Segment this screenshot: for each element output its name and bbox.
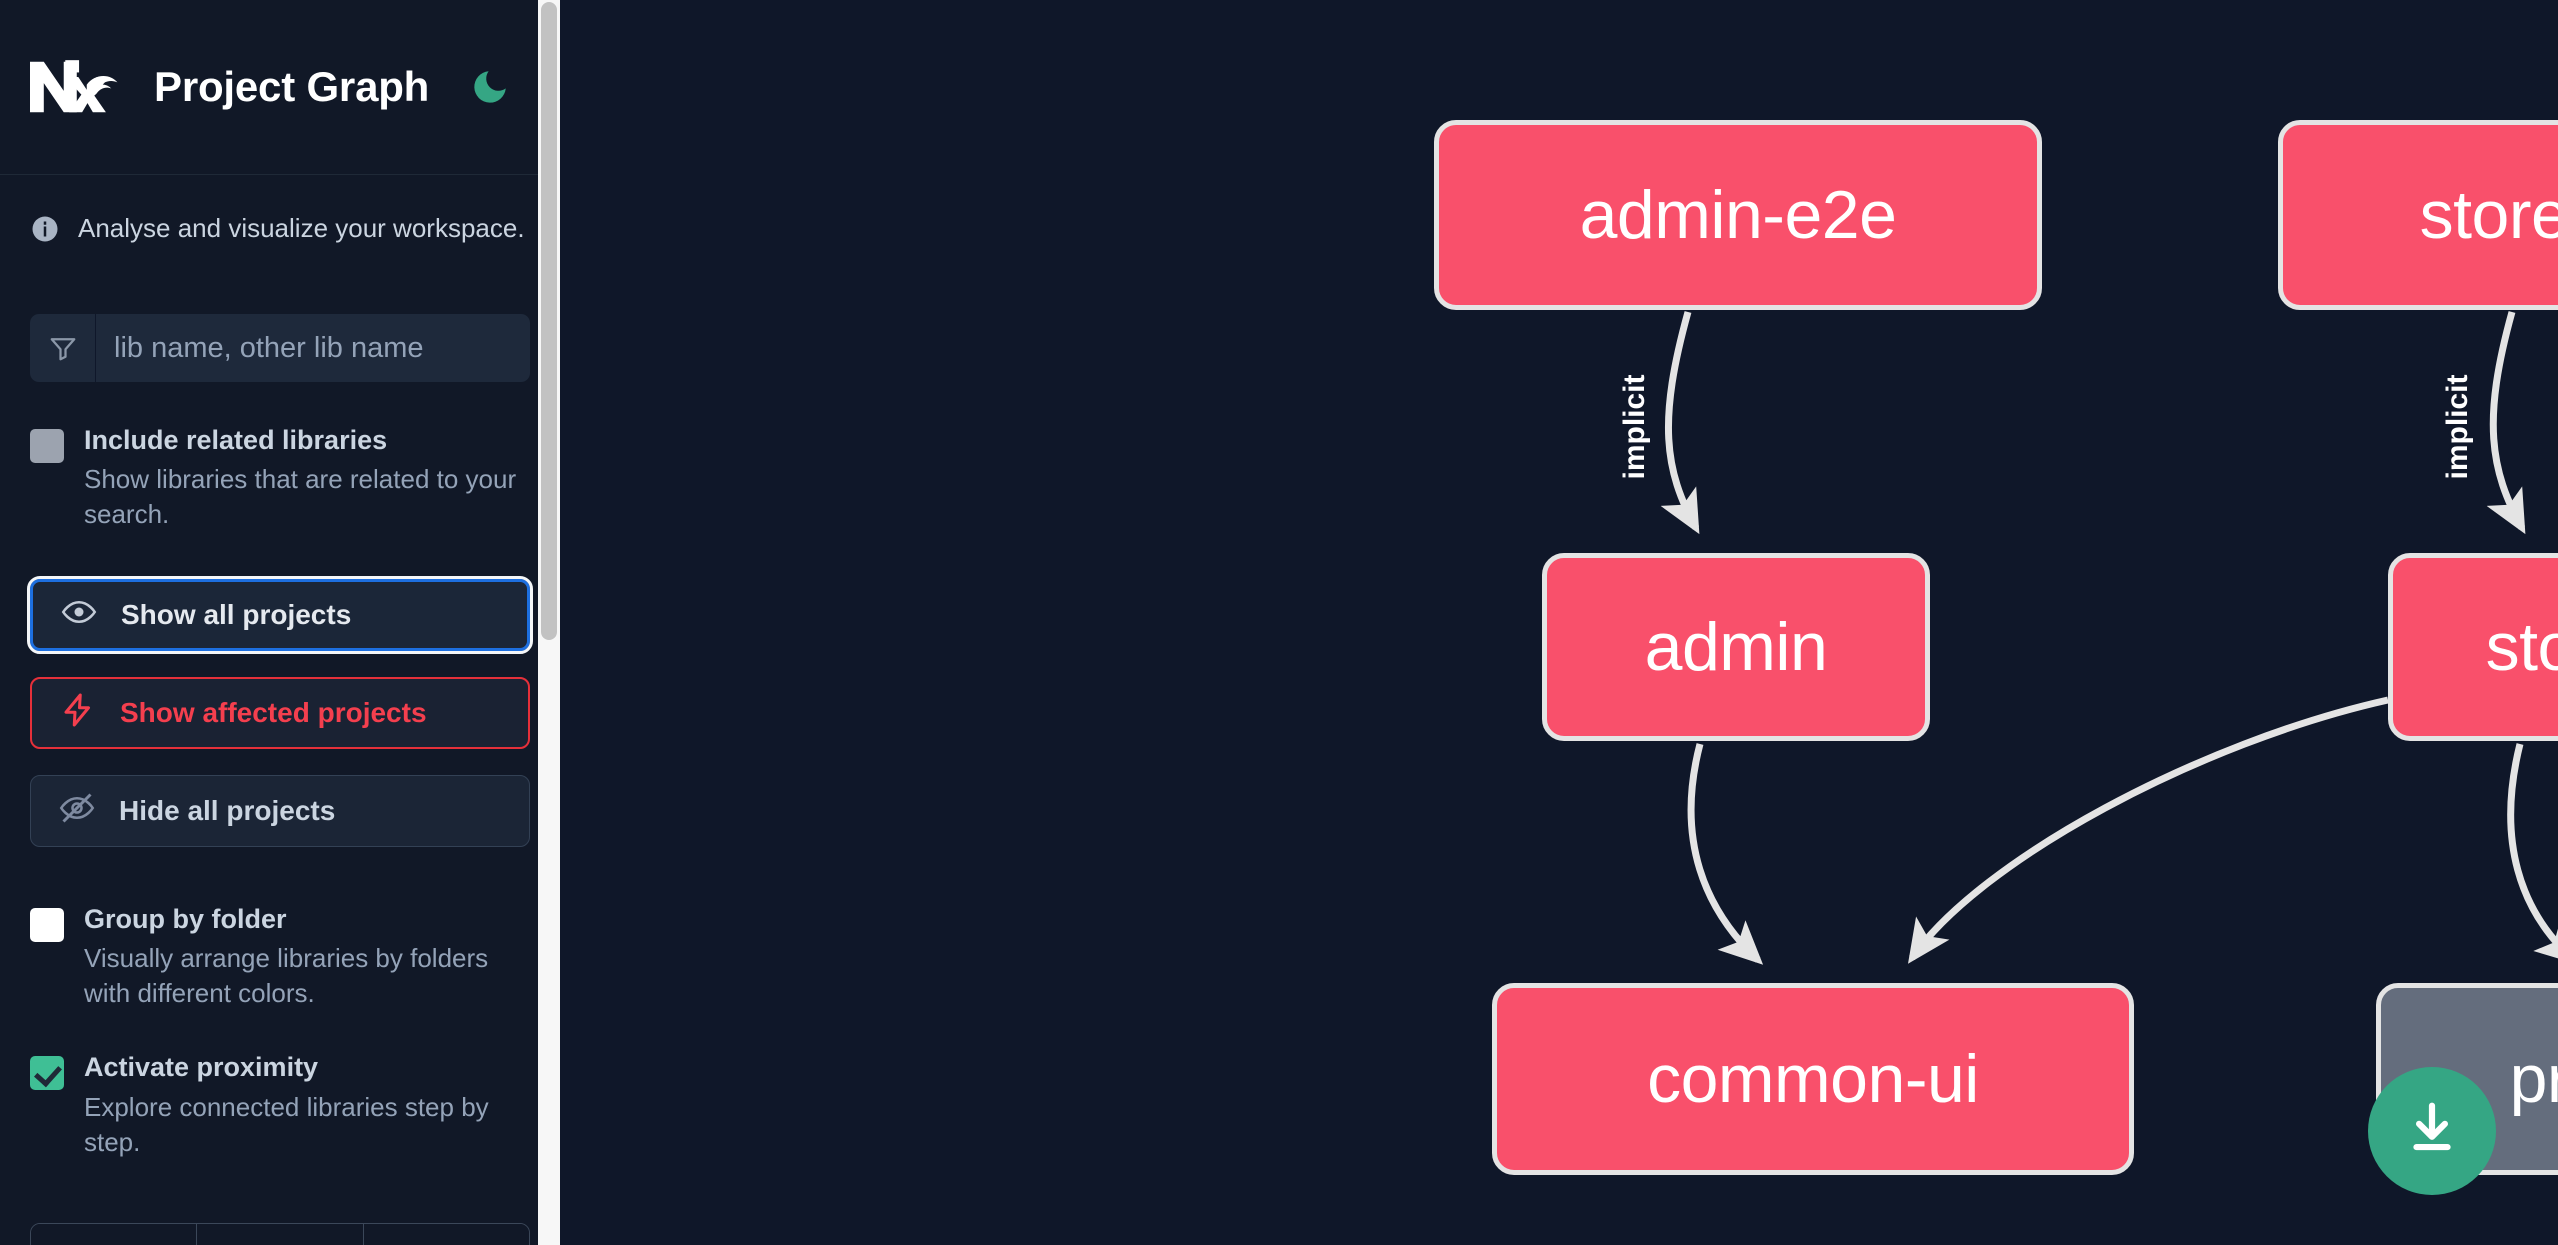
nx-logo [30, 57, 122, 117]
checkbox-include-related-libraries[interactable]: Include related libraries Show libraries… [30, 424, 530, 533]
proximity-segment-2[interactable] [197, 1224, 364, 1245]
show-all-projects-button[interactable]: Show all projects [27, 575, 533, 654]
graph-canvas[interactable]: admin-e2e store-e2e admin store common-u… [560, 0, 2558, 1245]
eye-slash-icon [59, 790, 95, 831]
graph-edges [1660, 311, 2558, 965]
sidebar-header: Project Graph [0, 0, 560, 175]
sidebar-body: Analyse and visualize your workspace. [0, 213, 560, 1160]
checkbox-group-by-folder[interactable]: Group by folder Visually arrange librari… [30, 903, 530, 1012]
graph-node-admin-e2e[interactable]: admin-e2e [1434, 120, 2042, 310]
download-icon [2401, 1098, 2463, 1165]
workspace-hint: Analyse and visualize your workspace. [30, 213, 530, 244]
graph-node-store[interactable]: store [2388, 553, 2558, 741]
graph-node-admin[interactable]: admin [1542, 553, 1930, 741]
include-related-libraries-label: Include related libraries [84, 425, 388, 455]
graph-node-common-ui[interactable]: common-ui [1492, 983, 2134, 1175]
group-by-folder-checkbox[interactable] [30, 907, 64, 942]
sidebar-scrollbar-thumb[interactable] [541, 2, 557, 640]
download-graph-button[interactable] [2368, 1067, 2496, 1195]
checkbox-activate-proximity[interactable]: Activate proximity Explore connected lib… [30, 1051, 530, 1160]
sidebar-scroll-area[interactable]: Project Graph Analy [0, 0, 560, 1245]
include-related-libraries-checkbox[interactable] [30, 429, 64, 463]
show-all-projects-label: Show all projects [121, 598, 352, 630]
hide-all-projects-label: Hide all projects [119, 794, 336, 826]
lightning-icon [60, 692, 96, 733]
proximity-segment-3[interactable] [363, 1224, 529, 1245]
graph-node-store-e2e[interactable]: store-e2e [2278, 120, 2558, 310]
sidebar-scrollbar[interactable] [538, 0, 560, 1245]
page-title: Project Graph [154, 63, 430, 110]
activate-proximity-checkbox[interactable] [30, 1056, 64, 1091]
proximity-segment-1[interactable] [31, 1224, 198, 1245]
group-by-folder-label: Group by folder [84, 903, 287, 934]
show-affected-projects-button[interactable]: Show affected projects [30, 676, 530, 749]
filter-funnel-icon [30, 314, 96, 382]
search-bar[interactable] [30, 314, 530, 382]
info-icon [30, 214, 60, 244]
activate-proximity-label: Activate proximity [84, 1052, 319, 1083]
hide-all-projects-button[interactable]: Hide all projects [30, 774, 530, 847]
group-by-folder-desc: Visually arrange libraries by folders wi… [84, 942, 489, 1009]
proximity-step-segmented-control[interactable] [30, 1223, 530, 1245]
search-input[interactable] [96, 314, 530, 382]
show-affected-projects-label: Show affected projects [120, 696, 427, 728]
workspace-hint-text: Analyse and visualize your workspace. [78, 213, 525, 243]
include-related-libraries-desc: Show libraries that are related to your … [84, 464, 517, 530]
eye-icon [61, 594, 97, 635]
sidebar: Project Graph Analy [0, 0, 560, 1245]
activate-proximity-desc: Explore connected libraries step by step… [84, 1091, 489, 1157]
moon-icon[interactable] [467, 64, 513, 110]
